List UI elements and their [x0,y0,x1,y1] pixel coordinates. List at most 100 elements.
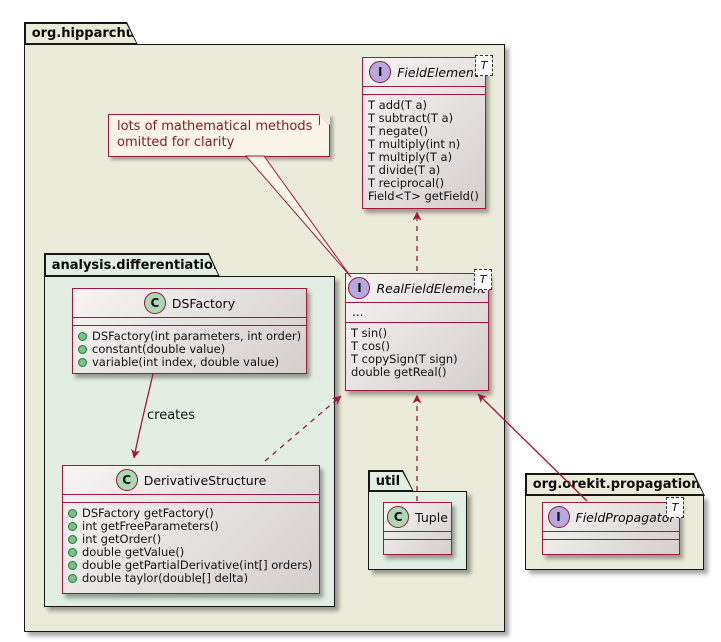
class-title: I FieldElement [363,58,485,86]
public-visibility-icon [68,522,77,531]
attributes-compartment [63,494,319,502]
public-visibility-icon [78,332,87,341]
method-item: int getOrder() [68,533,314,546]
class-stereotype-icon: C [387,506,410,528]
class-title: C Tuple [384,503,451,531]
method-signature: variable(int index, double value) [92,355,280,369]
method-item: T multiply(T a) [368,151,480,164]
public-visibility-icon [68,548,77,557]
package-label: analysis.differentiation [46,255,219,276]
edge-label-creates: creates [147,408,196,423]
method-signature: Field<T> getField() [368,189,479,203]
method-signature: DSFactory(int parameters, int order) [92,329,302,343]
omitted-members-ellipsis: ... [346,302,488,322]
class-stereotype-icon: C [115,469,138,491]
generic-type-box: T [474,269,492,290]
method-item: T cos() [351,340,483,353]
method-item: double getPartialDerivative(int[] orders… [68,559,314,572]
package-tab-org-hipparchus: org.hipparchus [24,22,138,45]
method-item: Field<T> getField() [368,190,480,203]
attributes-compartment [73,317,306,325]
note-text-line: lots of mathematical methods [117,119,313,134]
public-visibility-icon [68,535,77,544]
generic-type-box: T [475,55,493,76]
package-label: org.hipparchus [26,24,137,44]
method-signature: constant(double value) [92,342,226,356]
method-item: DSFactory(int parameters, int order) [78,330,301,343]
method-item: double getReal() [351,366,483,379]
method-signature: T negate() [368,124,428,138]
method-signature: int getOrder() [82,532,162,546]
package-tab-org-orekit-propagation: org.orekit.propagation [525,473,705,496]
method-item: T negate() [368,125,480,138]
method-item: T reciprocal() [368,177,480,190]
methods-compartment [543,539,679,547]
package-tab-analysis-differentiation: analysis.differentiation [44,253,220,277]
note-mathematical-methods: lots of mathematical methods omitted for… [108,114,330,157]
attributes-compartment [384,531,451,539]
method-signature: T subtract(T a) [368,111,454,125]
class-box-fieldelement: I FieldElement T add(T a)T subtract(T a)… [362,57,486,209]
class-name: DerivativeStructure [143,472,267,488]
method-item: variable(int index, double value) [78,356,301,369]
public-visibility-icon [68,574,77,583]
methods-compartment: DSFactory(int parameters, int order)cons… [73,325,306,373]
method-item: T copySign(T sign) [351,353,483,366]
method-signature: T copySign(T sign) [351,352,458,366]
class-name: FieldPropagator [575,509,675,525]
method-item: T add(T a) [368,99,480,112]
class-title: I RealFieldElement [346,274,488,302]
class-box-tuple: C Tuple [383,502,452,555]
method-item: double getValue() [68,546,314,559]
method-item: T sin() [351,327,483,340]
package-label: org.orekit.propagation [527,475,704,495]
class-title: C DSFactory [73,289,306,317]
generic-type-box: T [666,497,684,518]
method-signature: T multiply(T a) [368,150,453,164]
class-box-dsfactory: C DSFactory DSFactory(int parameters, in… [72,288,307,374]
note-text-line: omitted for clarity [117,135,235,150]
note-fold-icon [320,116,329,125]
interface-stereotype-icon: I [547,506,570,528]
method-item: T multiply(int n) [368,138,480,151]
class-name: RealFieldElement [376,280,486,296]
method-signature: T reciprocal() [368,176,445,190]
method-signature: T divide(T a) [368,163,441,177]
method-item: int getFreeParameters() [68,520,314,533]
method-signature: T sin() [351,326,388,340]
class-name: Tuple [415,509,448,525]
method-signature: int getFreeParameters() [82,519,219,533]
attributes-compartment [363,86,485,94]
method-signature: T multiply(int n) [368,137,461,151]
method-item: double taylor(double[] delta) [68,572,314,585]
method-signature: double getReal() [351,365,447,379]
methods-compartment: DSFactory getFactory()int getFreeParamet… [63,502,319,593]
class-title: I FieldPropagator [543,503,679,531]
class-name: FieldElement [397,64,479,80]
class-stereotype-icon: C [143,292,166,314]
method-signature: double taylor(double[] delta) [82,571,249,585]
method-signature: T add(T a) [368,98,428,112]
public-visibility-icon [68,509,77,518]
method-signature: T cos() [351,339,391,353]
method-signature: double getValue() [82,545,185,559]
methods-compartment [384,539,451,547]
class-box-realfieldelement: I RealFieldElement ... T sin()T cos()T c… [345,273,489,391]
public-visibility-icon [68,561,77,570]
method-signature: double getPartialDerivative(int[] orders… [82,558,313,572]
method-item: T divide(T a) [368,164,480,177]
interface-stereotype-icon: I [348,277,371,299]
public-visibility-icon [78,345,87,354]
methods-compartment: T sin()T cos()T copySign(T sign)double g… [346,322,488,390]
method-item: constant(double value) [78,343,301,356]
method-item: T subtract(T a) [368,112,480,125]
method-item: DSFactory getFactory() [68,507,314,520]
class-title: C DerivativeStructure [63,466,319,494]
class-box-derivativestructure: C DerivativeStructure DSFactory getFacto… [62,465,320,594]
class-name: DSFactory [171,295,236,311]
method-signature: DSFactory getFactory() [82,506,214,520]
class-box-fieldpropagator: I FieldPropagator [542,502,680,555]
attributes-compartment [543,531,679,539]
interface-stereotype-icon: I [369,61,392,83]
